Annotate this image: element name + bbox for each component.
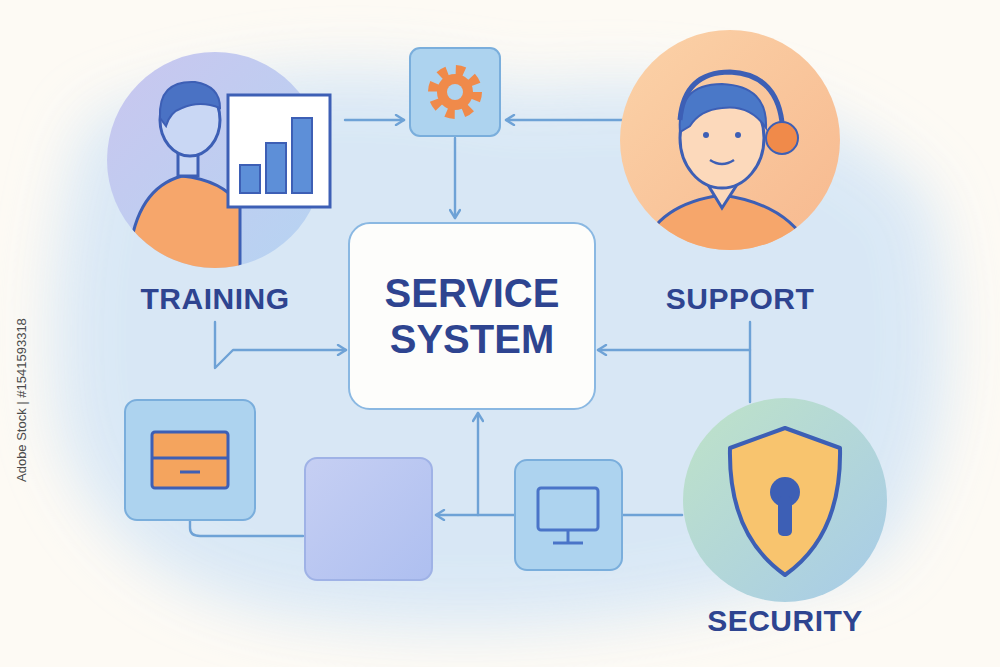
node-label: SUPPORT	[630, 282, 850, 316]
blank-box	[305, 458, 432, 580]
support-illustration	[620, 30, 840, 260]
box-title: SERVICE SYSTEM	[368, 270, 576, 362]
gear-box	[410, 48, 500, 136]
training-illustration	[107, 52, 330, 275]
monitor-box	[515, 460, 622, 570]
security-illustration	[683, 398, 887, 602]
flow-arrow	[215, 322, 346, 368]
training-node: TRAINING	[107, 52, 323, 316]
support-node: SUPPORT	[630, 30, 850, 316]
node-label: TRAINING	[107, 282, 323, 316]
watermark: Adobe Stock | #1541593318	[14, 318, 29, 482]
flow-arrow	[598, 322, 750, 350]
security-node: SECURITY	[683, 398, 887, 638]
process-box: SERVICE SYSTEM	[348, 222, 596, 410]
node-label: SECURITY	[683, 604, 887, 638]
drawer-box	[125, 400, 255, 520]
